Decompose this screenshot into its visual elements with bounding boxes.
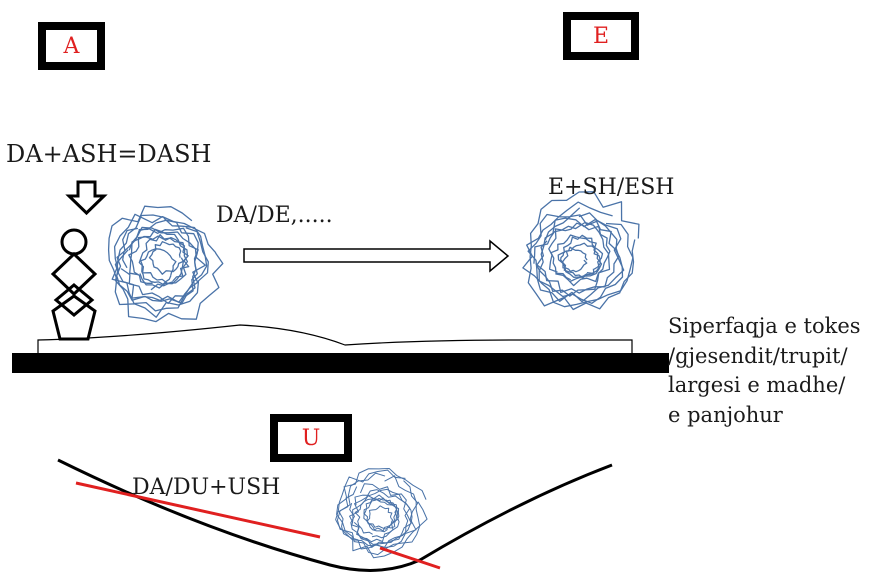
person-figure <box>50 228 98 341</box>
box-e-letter: E <box>592 23 610 49</box>
figure-lower-diamond <box>53 283 95 317</box>
swirl-loop <box>336 472 421 556</box>
valley-curve <box>57 458 613 572</box>
da-de-label: DA/DE,..... <box>216 203 333 228</box>
swirl-loop <box>550 234 603 282</box>
surface-label-line-4: e panjohur <box>668 402 783 427</box>
box-a-letter: A <box>63 33 80 59</box>
red-line-short <box>379 546 441 570</box>
swirl-loop <box>363 497 400 533</box>
box-u-letter: U <box>301 425 321 451</box>
swirl-scribble-left <box>107 205 224 323</box>
figure-upper-diamond <box>50 251 98 297</box>
dash-formula: DA+ASH=DASH <box>6 140 212 168</box>
swirl-loop <box>536 214 620 294</box>
red-line-long <box>75 481 321 539</box>
swirl-loop <box>557 234 604 278</box>
box-u: U <box>270 414 352 462</box>
swirl-loop <box>129 228 189 289</box>
swirl-loop <box>113 213 224 323</box>
figure-head <box>60 228 88 256</box>
swirl-loop <box>527 191 640 311</box>
swirl-loop <box>366 505 394 532</box>
swirl-loop <box>338 483 412 550</box>
down-arrow-icon <box>65 180 108 216</box>
right-arrow-icon <box>243 239 510 273</box>
surface-label-line-2: /gjesendit/trupit/ <box>668 343 848 368</box>
surface-outline <box>37 324 633 353</box>
swirl-loop <box>363 497 398 530</box>
esh-formula: E+SH/ESH <box>548 175 675 200</box>
swirl-loop <box>349 488 413 545</box>
swirl-loop <box>148 241 184 275</box>
figure-pentagon <box>51 294 97 341</box>
swirl-scribble-right <box>522 191 640 311</box>
swirl-scribble-bottom <box>335 468 428 559</box>
swirl-loop <box>336 468 428 559</box>
swirl-loop <box>522 201 634 308</box>
surface-label: Siperfaqja e tokes /gjesendit/trupit/ la… <box>668 312 861 430</box>
swirl-loop <box>527 207 625 303</box>
swirl-loop <box>114 226 207 303</box>
surface-label-line-3: largesi e madhe/ <box>668 373 846 397</box>
swirl-loop <box>538 217 624 304</box>
swirl-loop <box>116 219 199 304</box>
swirl-loop <box>140 248 177 285</box>
surface-label-line-1: Siperfaqja e tokes <box>668 314 861 338</box>
swirl-loop <box>351 494 400 543</box>
swirl-loop <box>561 242 601 279</box>
swirl-loop <box>560 246 588 273</box>
swirl-loop <box>128 235 189 291</box>
box-e: E <box>563 12 639 60</box>
dush-formula: DA/DU+USH <box>132 475 281 500</box>
box-a: A <box>38 22 105 70</box>
ground-bar <box>12 353 669 373</box>
swirl-loop <box>138 234 190 285</box>
swirl-loop <box>111 214 208 312</box>
swirl-loop <box>120 227 199 305</box>
